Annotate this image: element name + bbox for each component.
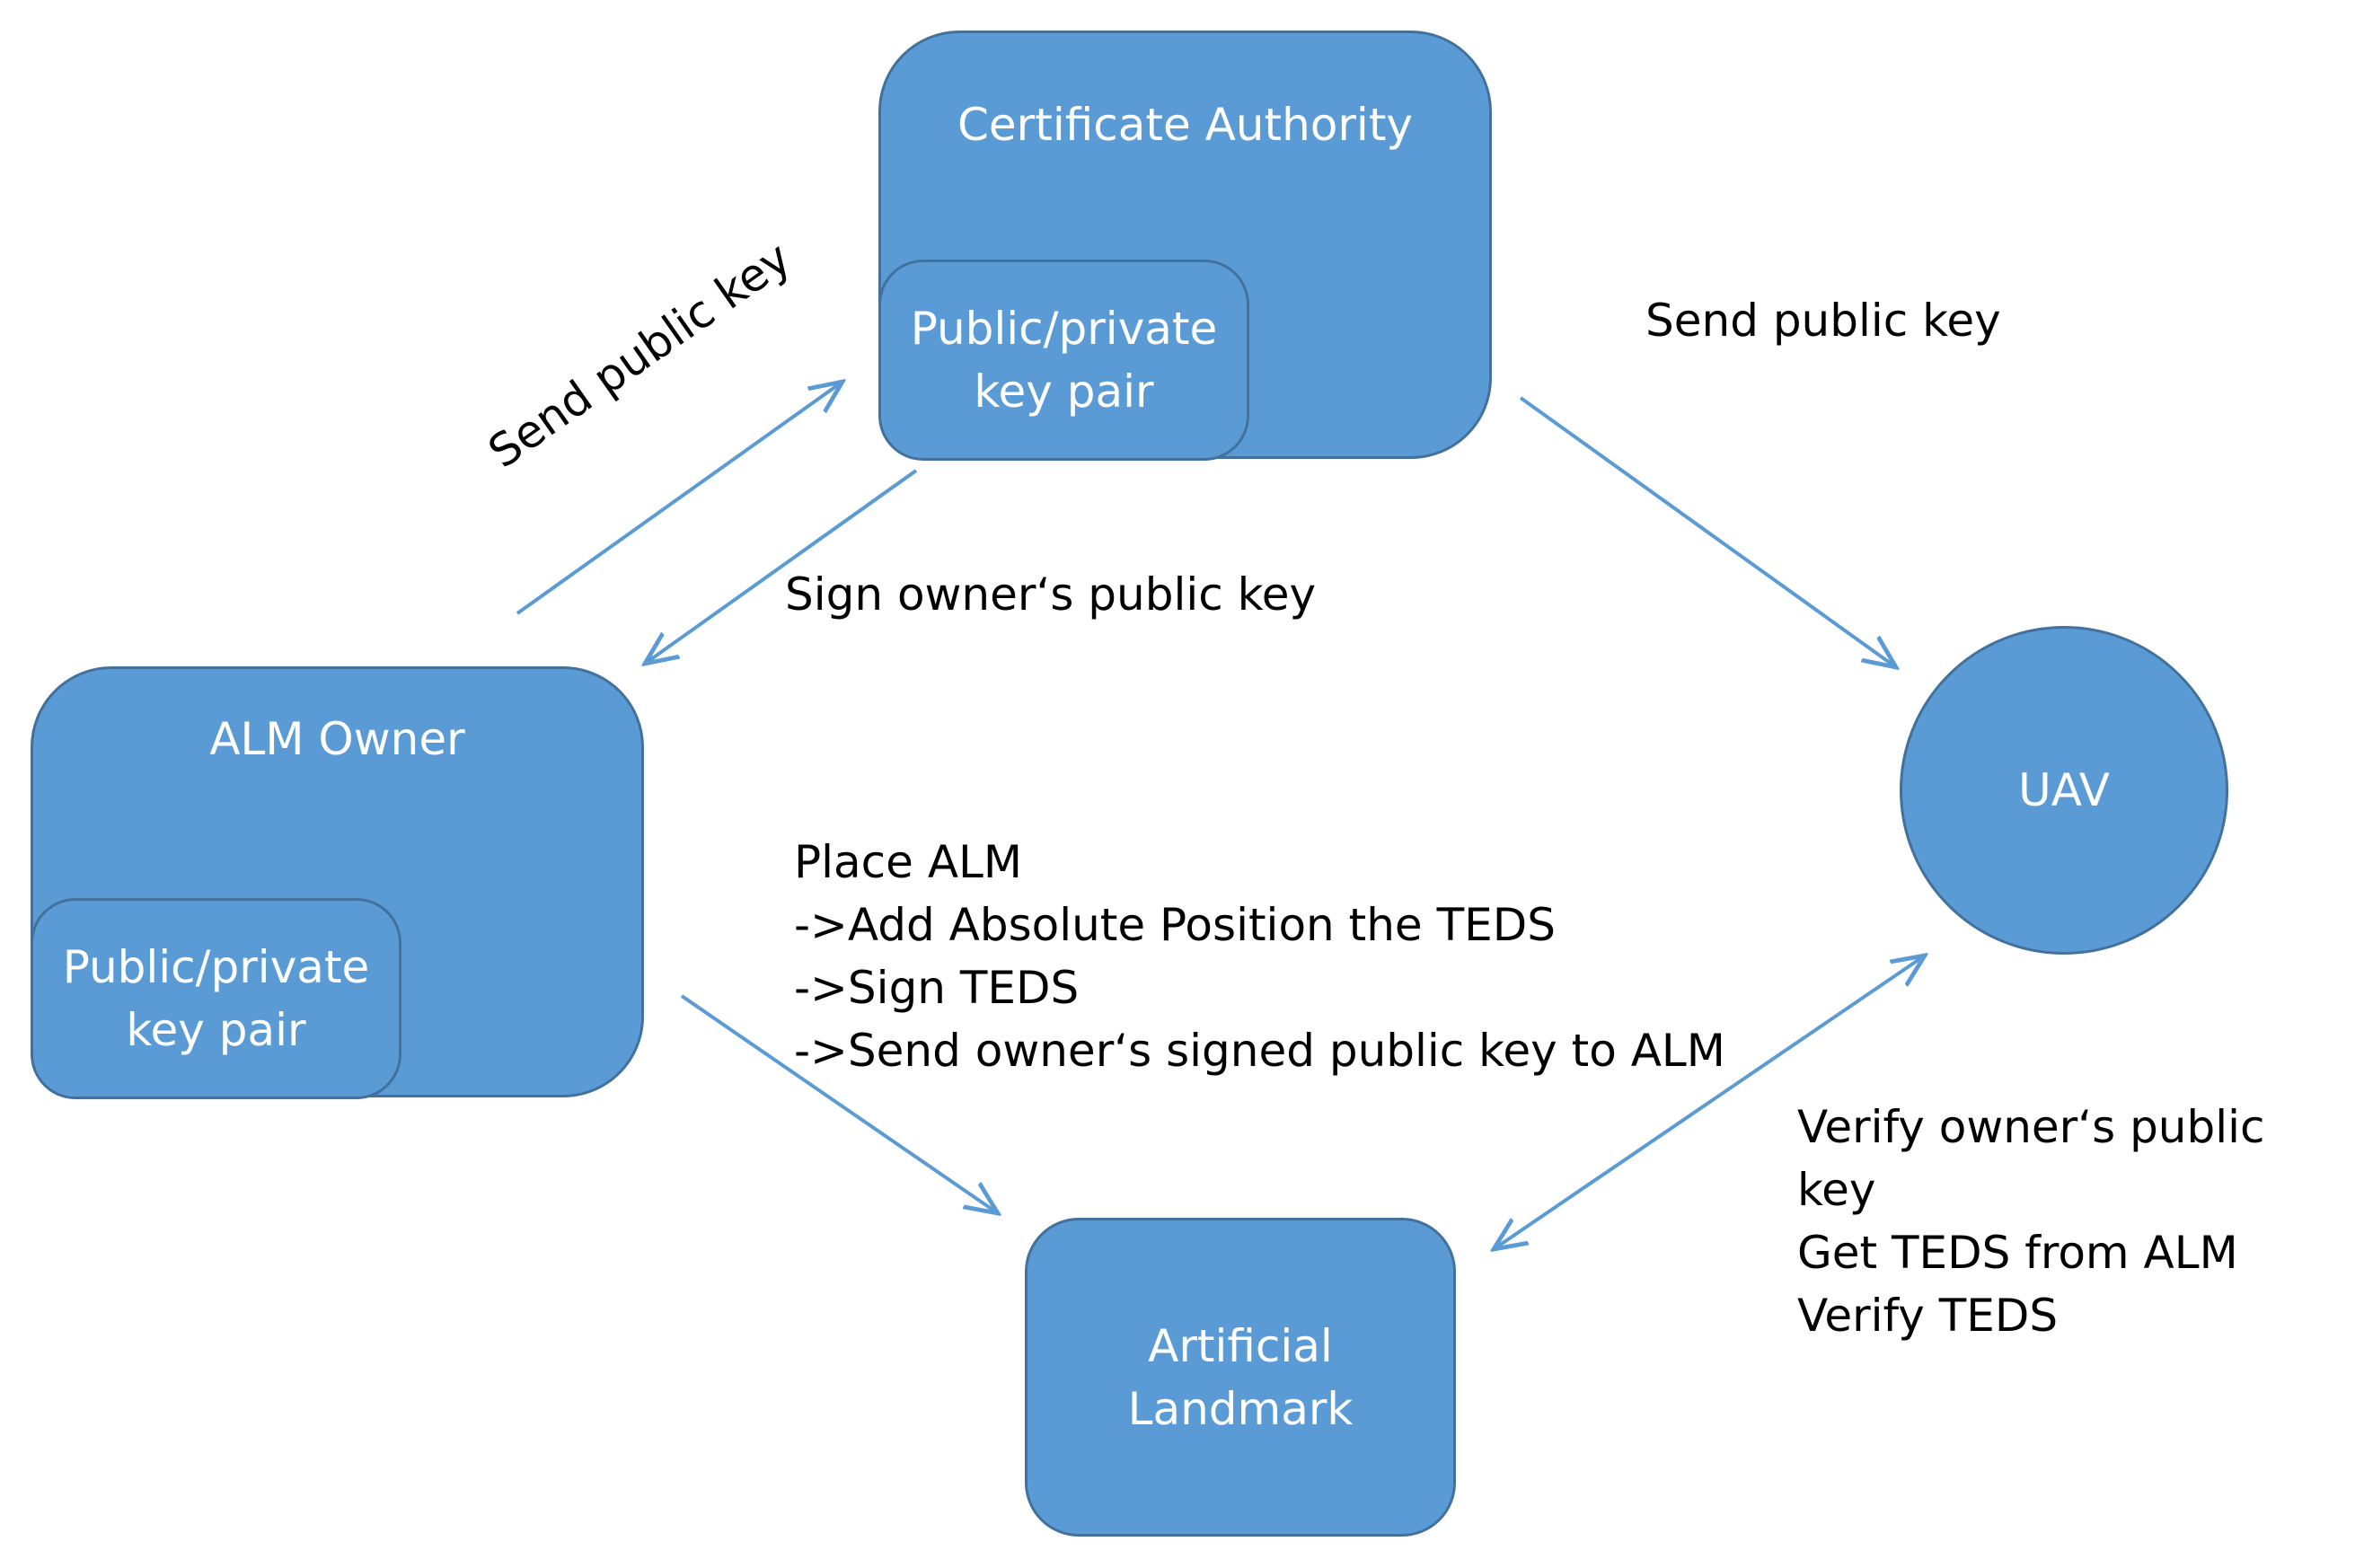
arrow-owner-to-ca xyxy=(516,382,842,615)
alm-owner-title: ALM Owner xyxy=(209,713,465,765)
alm-owner-node: ALM Owner Public/private key pair xyxy=(31,666,644,1099)
uav-node: UAV xyxy=(1900,626,2228,955)
owner-key-pair-box: Public/private key pair xyxy=(31,898,401,1099)
arrow-owner-to-alm xyxy=(680,994,998,1213)
arrow-uav-alm xyxy=(1494,956,1925,1249)
ca-key-pair-label: Public/private key pair xyxy=(910,303,1218,418)
edge-label-uav-alm: Verify owner‘s public key Get TEDS from … xyxy=(1797,1101,2265,1342)
edge-label-ca-to-uav: Send public key xyxy=(1645,295,2001,347)
ca-key-pair-box: Public/private key pair xyxy=(878,260,1249,461)
uav-label: UAV xyxy=(2018,764,2110,816)
owner-key-pair-label: Public/private key pair xyxy=(62,941,370,1056)
arrow-ca-to-owner xyxy=(645,469,918,664)
artificial-landmark-node: Artificial Landmark xyxy=(1025,1218,1456,1537)
artificial-landmark-label: Artificial Landmark xyxy=(1127,1319,1354,1435)
arrow-ca-to-uav xyxy=(1519,396,1896,667)
edge-label-ca-to-owner: Sign owner‘s public key xyxy=(785,568,1317,621)
certificate-authority-title: Certificate Authority xyxy=(957,99,1414,151)
edge-label-owner-to-alm: Place ALM ->Add Absolute Position the TE… xyxy=(794,836,1725,1077)
certificate-authority-node: Certificate Authority Public/private key… xyxy=(878,31,1492,461)
